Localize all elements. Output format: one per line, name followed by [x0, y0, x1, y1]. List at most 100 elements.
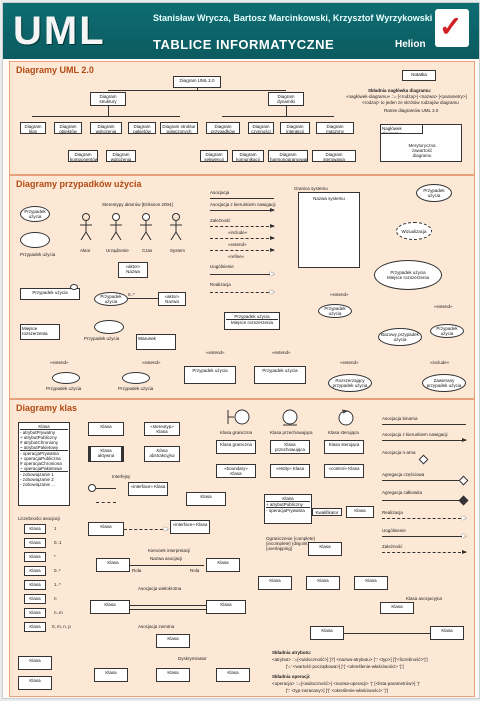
class-abstract: Klasa abstrakcyjna — [144, 446, 180, 462]
class-simple-2: Klasa — [186, 492, 226, 506]
subtitle: TABLICE INFORMATYCZNE — [153, 37, 335, 52]
diagram-composite: Diagram struktur połączonych — [160, 122, 198, 134]
generalization-arrow — [382, 536, 466, 537]
stereotype-icons — [227, 409, 354, 426]
mult-2: * — [54, 554, 56, 559]
time-label: Czas — [142, 248, 153, 253]
diagram-timing: Diagram harmonogramowania — [268, 150, 308, 162]
mult-0: 1 — [54, 526, 57, 531]
diagram-usecase: Diagram przypadków użycia — [206, 122, 240, 134]
extend-label-2: «extend» — [434, 304, 453, 309]
attr-syntax-1: <atrybut> ::=[<widoczność>] ['/'] <nazwa… — [272, 657, 428, 662]
assoc-name: Nazwa asocjacji — [150, 556, 183, 561]
class-child-2: Klasa — [306, 576, 340, 590]
use-case-label-3: Przypadek użycia — [46, 386, 82, 391]
legend-extend: «extend» — [228, 242, 247, 247]
multiplicity-title: Liczebności asocjacji — [18, 516, 61, 521]
system-actor-icon — [172, 213, 180, 221]
system-boundary: Nazwa systemu — [298, 192, 360, 268]
legend-realization: Realizacja — [382, 510, 403, 515]
mult-targets — [74, 524, 96, 632]
system-label: System — [170, 248, 186, 253]
diagram-communication: Diagram komunikacji — [232, 150, 264, 162]
role-label-2: Rola — [190, 568, 200, 573]
section-uml-diagrams: Diagramy UML 2.0 Diagram UML 2.0 Diagram… — [9, 61, 475, 175]
class-child-1: Klasa — [258, 576, 292, 590]
class-resp: - zobowiązanie 1 — [20, 472, 54, 477]
realization-arrow — [382, 518, 466, 519]
diagram-classes: Diagram klas — [20, 122, 46, 134]
class-simple-9: Klasa — [310, 626, 344, 640]
generalization-arrow — [210, 274, 274, 275]
op-syntax-title: Składnia operacji: — [272, 674, 311, 679]
device-label: Urządzenie — [106, 248, 129, 253]
assoc-many-label: Asocjacja wielokrotna — [138, 586, 182, 591]
constraint-label: Ograniczenie {complete} {incomplete} {di… — [266, 536, 316, 551]
stereotype-text: «aktor» — [125, 264, 141, 269]
class-name: Klasa — [266, 496, 310, 502]
class-child-3: Klasa — [354, 576, 388, 590]
class-reflexive: Klasa — [156, 634, 190, 648]
legend-generalization: Uogólnienie — [210, 264, 234, 269]
use-case-rect-icon — [70, 284, 78, 290]
class-simple: Klasa — [88, 422, 124, 436]
entity-class-box: Klasa sterująca — [324, 440, 364, 454]
extending-use-case: Rozszerzający przypadek użycia — [328, 374, 372, 392]
class-agg-b: Klasa — [18, 676, 52, 690]
class-active: Klasa aktywna — [88, 446, 124, 462]
diagram-objects: Diagram obiektów — [54, 122, 82, 134]
diagram-components: Diagram komponentów — [68, 150, 98, 162]
header-banner: UML Stanisław Wrycza, Bartosz Marcinkows… — [3, 3, 479, 59]
frame-caption: Ramie diagramów UML 2.0 — [384, 108, 439, 113]
legend-include: «include» — [228, 230, 248, 235]
class-attr: ~ atrybutPakietowy — [20, 445, 68, 451]
system-boundary-label: Granica systemu — [294, 186, 328, 191]
use-case-visualization: Wizualizacja — [396, 222, 432, 240]
diagram-interaction-overview: Diagram sterowania interakcją — [312, 150, 356, 162]
class-full: Klasa - atrybutPrywatny + atrybutPublicz… — [18, 422, 70, 506]
legend-composition: Agregacja całkowita — [382, 490, 423, 495]
association-line — [130, 605, 206, 606]
connector-line — [128, 298, 158, 299]
class-simple-10: Klasa — [430, 626, 464, 640]
multiplicity: 0..* — [128, 292, 135, 297]
include-arrow — [210, 236, 275, 240]
diagram-packages: Diagram pakietów — [128, 122, 156, 134]
use-case-rect-a: Przypadek użycia — [184, 366, 236, 384]
section-use-case: Diagramy przypadków użycia Przypadek uży… — [9, 175, 475, 399]
class-op: - operacjaPrywatna — [20, 451, 59, 456]
use-case-label-2: Przypadek użycia — [84, 336, 120, 341]
class-resp: - zobowiązanie ... — [20, 482, 56, 487]
use-case-label-4: Przypadek użycia — [118, 386, 154, 391]
extend-arrow — [210, 248, 275, 252]
class-attr: + atrybutPubliczny — [20, 435, 57, 440]
actor-icon — [82, 213, 90, 221]
use-case-rect-b: Przypadek użycia — [254, 366, 306, 384]
diagram-frame: Nagłówek diagramu Merytoryczna zawartość… — [380, 124, 462, 162]
entity-label: Klasa sterująca — [328, 430, 359, 435]
connector-line — [96, 488, 116, 489]
class-simple-6: Klasa — [206, 558, 240, 572]
legend-nary: Asocjacja n-arna — [382, 450, 416, 455]
use-case-label: Przypadek użycia — [20, 252, 56, 257]
attr-syntax-title: Składnia atrybutu: — [272, 650, 312, 655]
qualifier-box: Kwalifikator — [312, 508, 342, 516]
section-title: Diagramy klas — [16, 403, 78, 413]
mult-class-5: Klasa — [24, 594, 46, 604]
discriminator-label: Dyskryminator — [178, 656, 207, 661]
legend-binary: Asocjacja binarna — [382, 416, 418, 421]
class-stereo: «stereotyp» Klasa — [144, 422, 180, 436]
interpret-label: Kierunek interpretacji — [148, 548, 191, 553]
authors: Stanisław Wrycza, Bartosz Marcinkowski, … — [153, 13, 433, 23]
association-line — [210, 198, 274, 199]
base-use-case: Bazowy przypadek użycia — [378, 328, 422, 346]
class-tree-1: Klasa — [94, 668, 128, 682]
legend-realization: Realizacja — [210, 282, 231, 287]
mult-3: 0..* — [54, 568, 61, 573]
header-syntax-title: Składnia nagłówka diagramu: — [368, 88, 432, 93]
association-line — [130, 565, 204, 566]
mult-4: 1..* — [54, 582, 61, 587]
use-case-oval-4 — [52, 372, 80, 384]
legend-refine: «refine» — [228, 254, 245, 259]
mult-5: n — [54, 596, 57, 601]
